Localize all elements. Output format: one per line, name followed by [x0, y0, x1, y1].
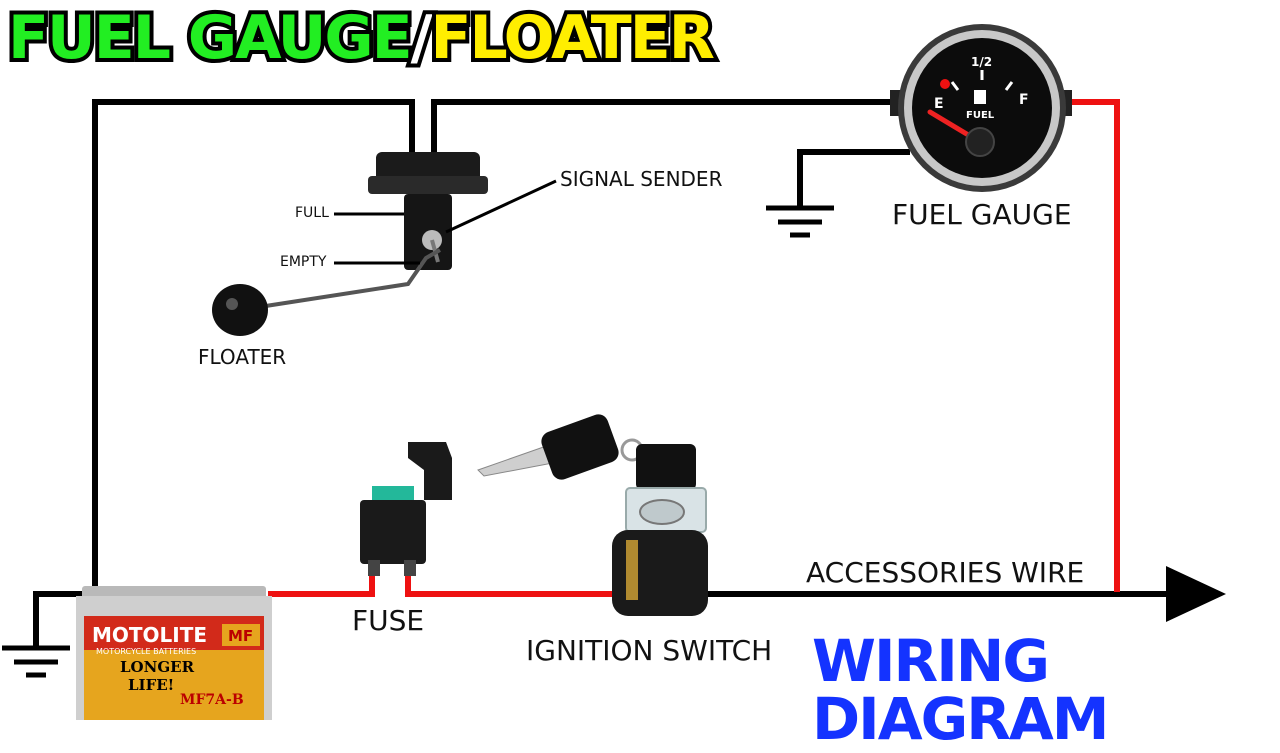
label-accessories-wire: ACCESSORIES WIRE [806, 556, 1085, 589]
label-full: FULL [295, 205, 329, 221]
float-rod [239, 248, 441, 312]
gauge-fuel: FUEL [966, 110, 995, 121]
diagram-title: FUEL GAUGE/FLOATER [4, 4, 719, 72]
signal-sender-unit [368, 152, 488, 270]
battery-brand: MOTOLITE [92, 623, 207, 647]
black-wire-battery-to-sender [92, 99, 415, 592]
battery-model: MF7A-B [180, 692, 244, 708]
pointer-signal-sender [445, 179, 557, 234]
gauge-half: 1/2 [971, 55, 992, 69]
battery-sub: MOTORCYCLE BATTERIES [96, 647, 196, 656]
wiring-diagram: E 1/2 F FUEL MOTOLITE MF MOTORCYCLE BATT… [2, 24, 1226, 720]
ground-symbol-gauge [766, 205, 834, 238]
battery-line2: LIFE! [128, 676, 174, 694]
ignition-key [477, 414, 644, 480]
battery-line1: LONGER [120, 658, 195, 676]
label-fuel-gauge: FUEL GAUGE [892, 198, 1072, 231]
ground-symbol-battery [2, 645, 70, 678]
gauge-f: F [1019, 92, 1029, 108]
label-empty: EMPTY [280, 254, 327, 270]
footer-title: WIRING DIAGRAM [808, 627, 1113, 753]
black-wire-battery-ground [33, 591, 82, 648]
title-floater: FLOATER [427, 3, 719, 73]
red-wire-battery-to-fuse [268, 562, 375, 597]
label-fuse: FUSE [352, 604, 425, 637]
label-signal-sender: SIGNAL SENDER [560, 167, 723, 191]
float-ball [212, 284, 268, 336]
ignition-switch-device [612, 444, 708, 616]
red-wire-gauge-to-accessories [1066, 99, 1120, 592]
gauge-e: E [934, 96, 944, 112]
label-floater: FLOATER [198, 345, 287, 369]
black-wire-gauge-ground [797, 149, 910, 208]
label-ignition-switch: IGNITION SWITCH [526, 634, 773, 667]
title-fuel-gauge: FUEL GAUGE [4, 3, 417, 73]
fuse-holder [360, 442, 452, 576]
fuel-gauge-device: E 1/2 F FUEL [890, 24, 1072, 192]
black-wire-sender-to-gauge [431, 99, 898, 160]
battery-mf: MF [228, 627, 253, 645]
accessories-arrow [1166, 566, 1226, 622]
battery: MOTOLITE MF MOTORCYCLE BATTERIES LONGER … [76, 586, 272, 720]
red-wire-fuse-to-switch [405, 562, 614, 597]
